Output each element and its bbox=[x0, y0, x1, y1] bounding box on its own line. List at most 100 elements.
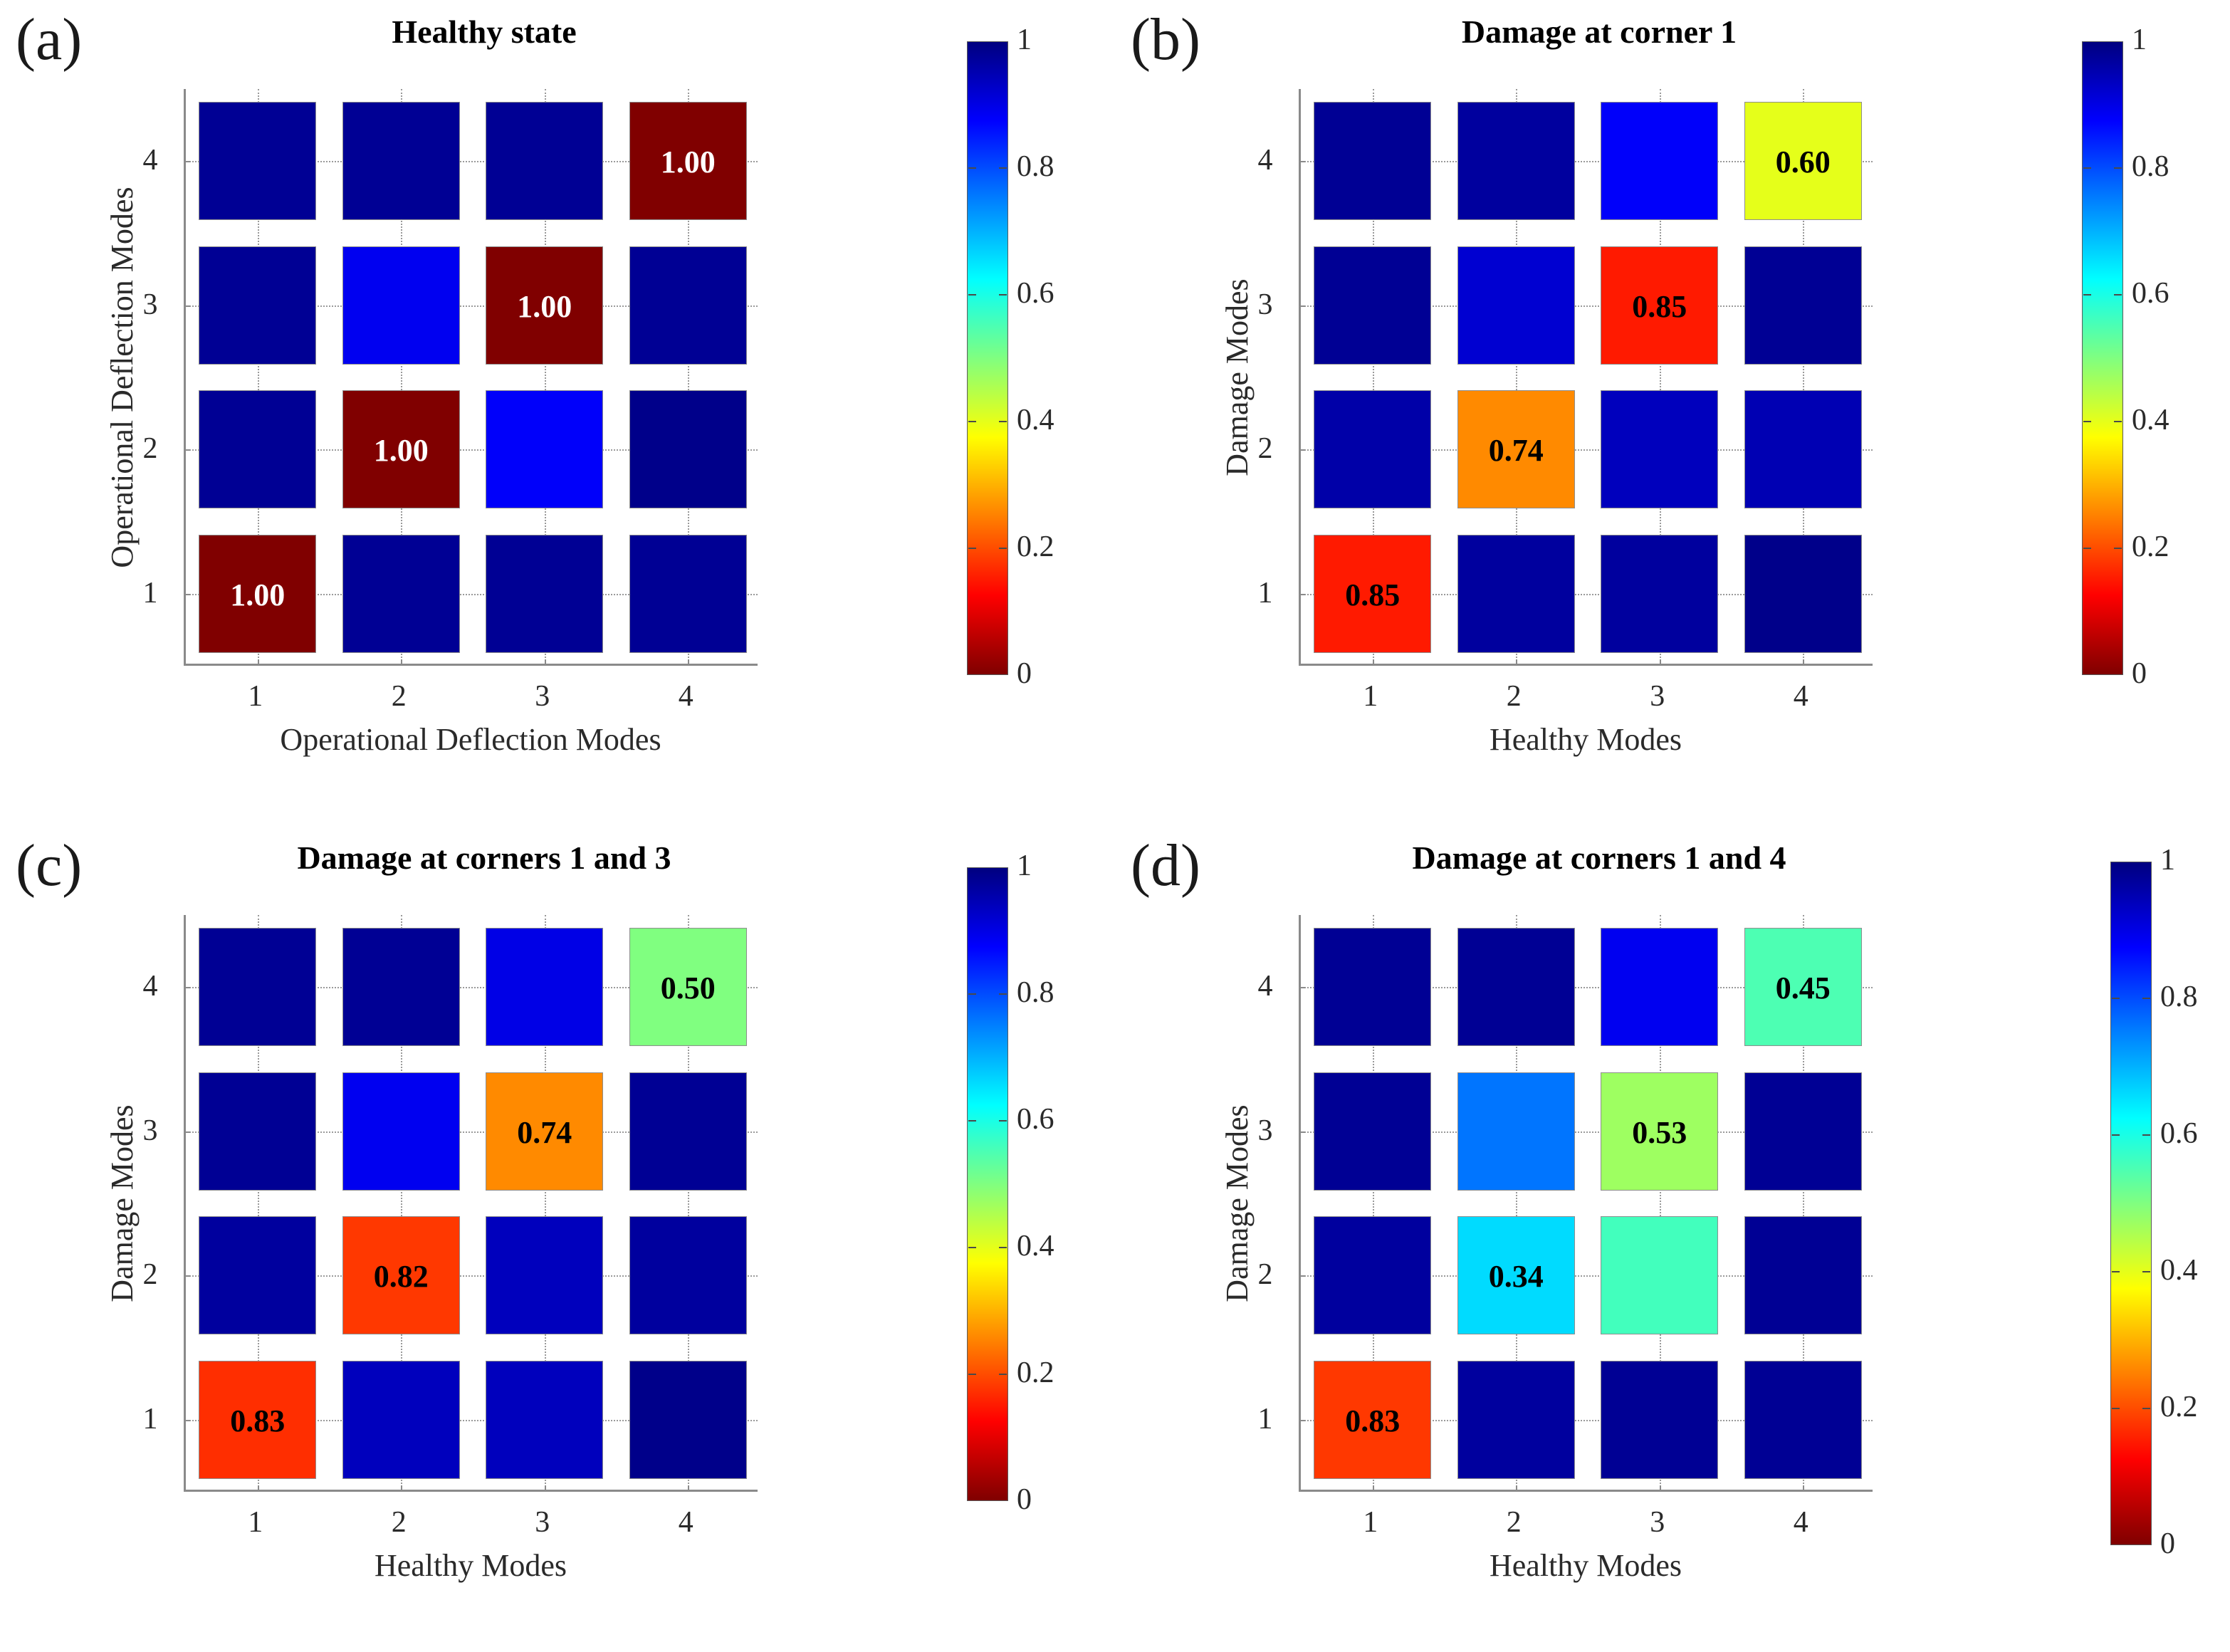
heatmap-cell-value: 0.85 bbox=[1632, 288, 1687, 324]
colorbar-tick-label: 0.8 bbox=[2160, 981, 2198, 1013]
heatmap-cell[interactable]: 1.00 bbox=[199, 534, 317, 653]
colorbar-d bbox=[2110, 862, 2152, 1545]
heatmap-cell[interactable] bbox=[1744, 1216, 1862, 1335]
colorbar-tick bbox=[2114, 548, 2122, 549]
heatmap-cell[interactable] bbox=[1601, 1216, 1719, 1335]
heatmap-cell[interactable] bbox=[629, 534, 747, 653]
heatmap-cell[interactable] bbox=[342, 102, 460, 221]
heatmap-cell[interactable] bbox=[629, 1072, 747, 1191]
chart-title-d: Damage at corners 1 and 4 bbox=[1412, 840, 1786, 876]
heatmap-cell[interactable] bbox=[1457, 534, 1575, 653]
y-axis-tick bbox=[184, 305, 190, 307]
heatmap-cell[interactable] bbox=[1457, 102, 1575, 221]
y-tick-label: 3 bbox=[1257, 1114, 1273, 1147]
heatmap-cell[interactable] bbox=[1314, 928, 1432, 1047]
heatmap-cell[interactable] bbox=[486, 1216, 604, 1335]
heatmap-cell[interactable] bbox=[629, 1360, 747, 1479]
heatmap-cell[interactable] bbox=[486, 1360, 604, 1479]
heatmap-cell[interactable] bbox=[486, 928, 604, 1047]
heatmap-cell[interactable]: 0.83 bbox=[1314, 1360, 1432, 1479]
y-axis-label: Operational Deflection Modes bbox=[105, 187, 140, 568]
heatmap-cell[interactable]: 1.00 bbox=[629, 102, 747, 221]
x-tick-label: 4 bbox=[678, 680, 693, 713]
heatmap-cell[interactable] bbox=[342, 1072, 460, 1191]
heatmap-cell[interactable]: 0.74 bbox=[1457, 390, 1575, 509]
x-axis-tick bbox=[1516, 659, 1518, 666]
heatmap-cell[interactable] bbox=[342, 1360, 460, 1479]
heatmap-cell[interactable] bbox=[1314, 390, 1432, 509]
heatmap-cell[interactable]: 0.60 bbox=[1744, 102, 1862, 221]
colorbar-tick bbox=[968, 548, 976, 549]
heatmap-cell-value: 0.60 bbox=[1775, 145, 1831, 180]
heatmap-cell[interactable]: 0.85 bbox=[1314, 534, 1432, 653]
colorbar-tick bbox=[2142, 1408, 2150, 1409]
heatmap-cell-value: 0.83 bbox=[230, 1403, 286, 1438]
heatmap-plot-b: 0.85 0.74 0.85 0.60 bbox=[1299, 89, 1873, 666]
heatmap-cell-value: 0.85 bbox=[1345, 577, 1401, 612]
heatmap-cell[interactable] bbox=[629, 1216, 747, 1335]
heatmap-cell-value: 1.00 bbox=[373, 433, 429, 469]
heatmap-cell[interactable] bbox=[199, 102, 317, 221]
heatmap-cell[interactable]: 0.53 bbox=[1601, 1072, 1719, 1191]
y-tick-label: 4 bbox=[1257, 970, 1273, 1003]
heatmap-cell[interactable] bbox=[1314, 1216, 1432, 1335]
x-tick-label: 2 bbox=[1506, 1506, 1522, 1539]
heatmap-cell[interactable] bbox=[342, 534, 460, 653]
colorbar-tick bbox=[968, 1247, 976, 1248]
heatmap-cell[interactable] bbox=[199, 928, 317, 1047]
heatmap-cell[interactable] bbox=[486, 390, 604, 509]
heatmap-cell[interactable] bbox=[1601, 1360, 1719, 1479]
heatmap-cell[interactable] bbox=[342, 928, 460, 1047]
heatmap-cell[interactable] bbox=[1457, 1360, 1575, 1479]
heatmap-cell[interactable] bbox=[342, 246, 460, 365]
heatmap-cell[interactable]: 0.74 bbox=[486, 1072, 604, 1191]
y-tick-label: 2 bbox=[142, 1258, 158, 1292]
y-axis-tick bbox=[1299, 1275, 1305, 1277]
colorbar-tick bbox=[999, 294, 1007, 296]
heatmap-cell[interactable] bbox=[486, 534, 604, 653]
heatmap-cell[interactable] bbox=[1744, 1072, 1862, 1191]
heatmap-cell[interactable] bbox=[629, 390, 747, 509]
heatmap-cell[interactable]: 0.45 bbox=[1744, 928, 1862, 1047]
heatmap-cell[interactable] bbox=[199, 390, 317, 509]
heatmap-cell[interactable]: 1.00 bbox=[342, 390, 460, 509]
y-axis-tick bbox=[1299, 161, 1305, 163]
heatmap-cell[interactable] bbox=[1314, 102, 1432, 221]
heatmap-cell[interactable] bbox=[199, 1216, 317, 1335]
heatmap-cell[interactable]: 0.82 bbox=[342, 1216, 460, 1335]
y-axis-tick bbox=[184, 987, 190, 989]
y-axis-tick bbox=[1299, 305, 1305, 307]
colorbar-tick bbox=[2112, 1271, 2120, 1272]
heatmap-cell[interactable] bbox=[1457, 928, 1575, 1047]
y-tick-label: 1 bbox=[142, 1402, 158, 1436]
heatmap-cell[interactable]: 0.83 bbox=[199, 1360, 317, 1479]
y-tick-label: 1 bbox=[1257, 1402, 1273, 1436]
heatmap-cell[interactable] bbox=[1744, 246, 1862, 365]
heatmap-cell[interactable] bbox=[1601, 390, 1719, 509]
heatmap-cell[interactable] bbox=[199, 246, 317, 365]
heatmap-cell[interactable] bbox=[1457, 1072, 1575, 1191]
heatmap-cell[interactable] bbox=[1744, 1360, 1862, 1479]
heatmap-cell[interactable] bbox=[486, 102, 604, 221]
colorbar-tick-label: 1 bbox=[2160, 844, 2175, 877]
heatmap-cell-value: 1.00 bbox=[660, 145, 716, 180]
heatmap-cell[interactable] bbox=[1744, 390, 1862, 509]
heatmap-cell[interactable] bbox=[1601, 928, 1719, 1047]
heatmap-cell[interactable] bbox=[199, 1072, 317, 1191]
heatmap-cell[interactable]: 0.34 bbox=[1457, 1216, 1575, 1335]
y-axis-tick bbox=[184, 161, 190, 163]
heatmap-cell[interactable] bbox=[1314, 1072, 1432, 1191]
heatmap-cell[interactable] bbox=[1744, 534, 1862, 653]
colorbar-tick-label: 1 bbox=[1017, 849, 1032, 882]
heatmap-cell[interactable] bbox=[1601, 534, 1719, 653]
heatmap-cell[interactable]: 1.00 bbox=[486, 246, 604, 365]
x-tick-label: 3 bbox=[1650, 1506, 1665, 1539]
heatmap-cell[interactable] bbox=[1457, 246, 1575, 365]
heatmap-cell[interactable] bbox=[1314, 246, 1432, 365]
heatmap-cell[interactable] bbox=[1601, 102, 1719, 221]
heatmap-cell[interactable]: 0.85 bbox=[1601, 246, 1719, 365]
heatmap-cell[interactable] bbox=[629, 246, 747, 365]
heatmap-cell[interactable]: 0.50 bbox=[629, 928, 747, 1047]
